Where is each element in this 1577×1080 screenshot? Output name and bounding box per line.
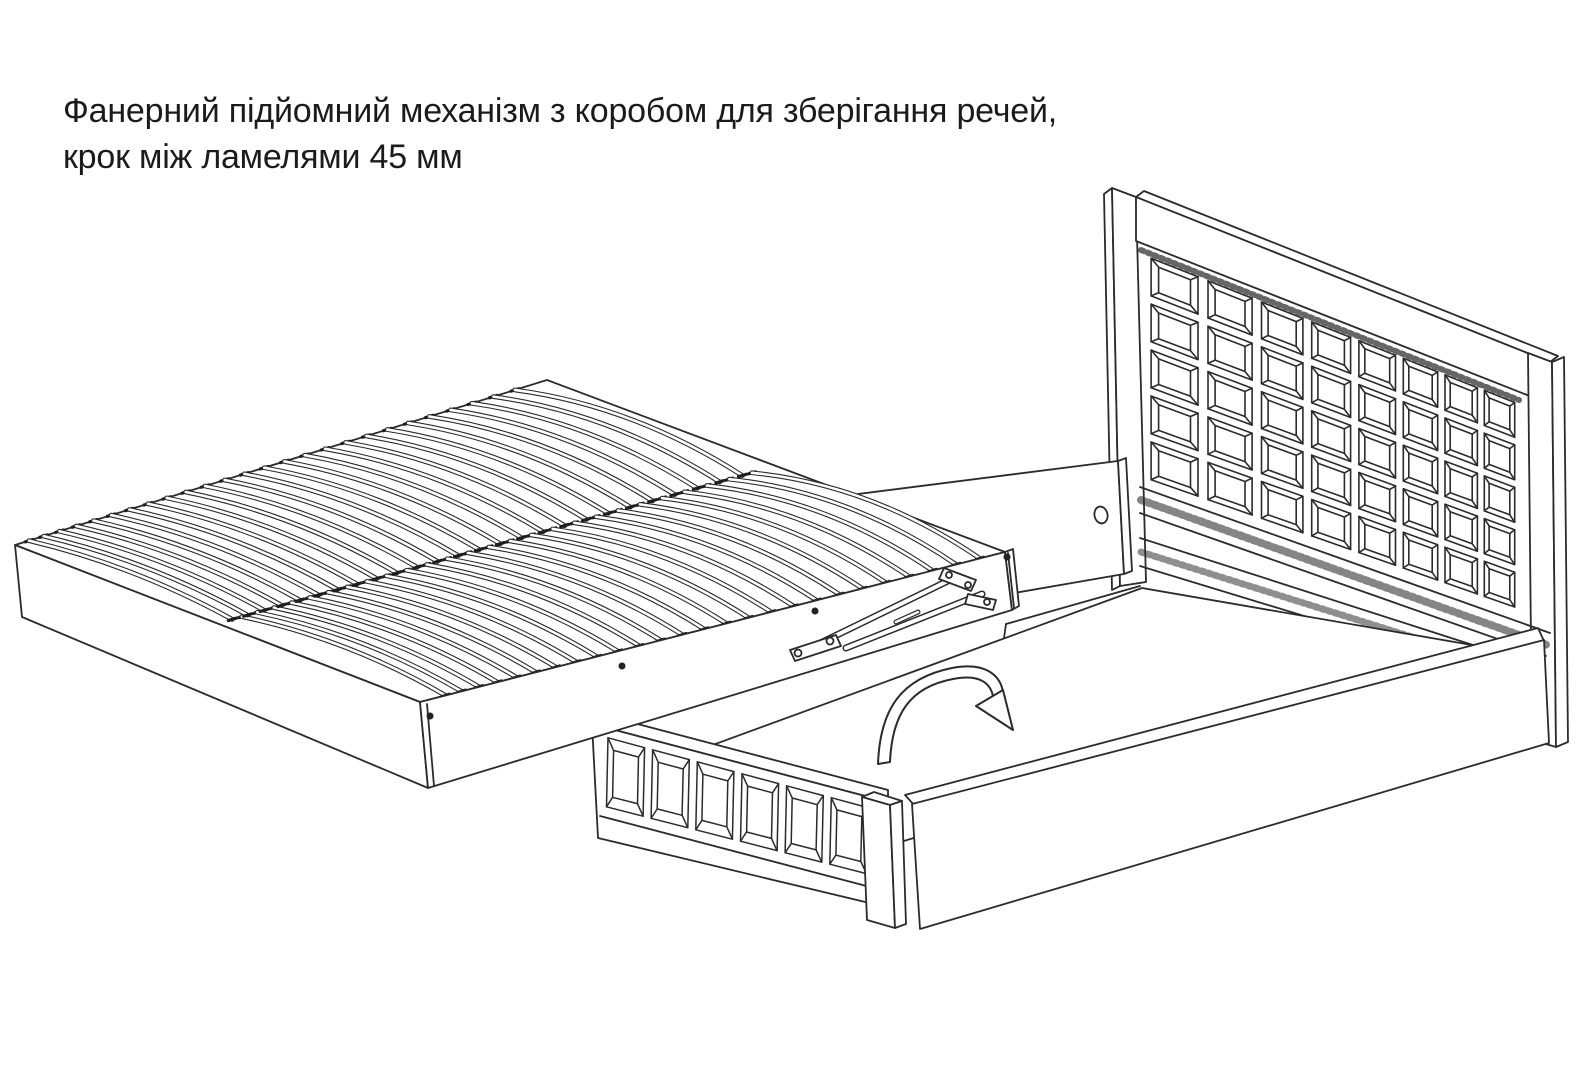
slat-surface xyxy=(23,387,986,699)
footboard-panels xyxy=(605,737,869,875)
box-corner-post xyxy=(861,791,907,929)
lift-mechanism xyxy=(789,567,997,662)
figure-caption: Фанерний підйомний механізм з коробом дл… xyxy=(63,88,1057,180)
caption-line-1: Фанерний підйомний механізм з коробом дл… xyxy=(63,92,1058,130)
headboard xyxy=(1103,187,1569,748)
screw-dots xyxy=(426,553,1011,720)
box-right-rail xyxy=(904,627,1550,930)
rotation-arrow-icon xyxy=(877,665,1014,765)
arrow-head xyxy=(975,689,1014,731)
headboard-bottom-rail xyxy=(1137,486,1551,657)
headboard-grid xyxy=(1150,257,1516,608)
mount-plate-hole xyxy=(1093,505,1109,525)
storage-box xyxy=(591,537,1550,930)
slat-base xyxy=(14,379,1020,789)
box-footboard xyxy=(591,711,889,907)
caption-line-2: крок між ламелями 45 мм xyxy=(63,138,463,176)
